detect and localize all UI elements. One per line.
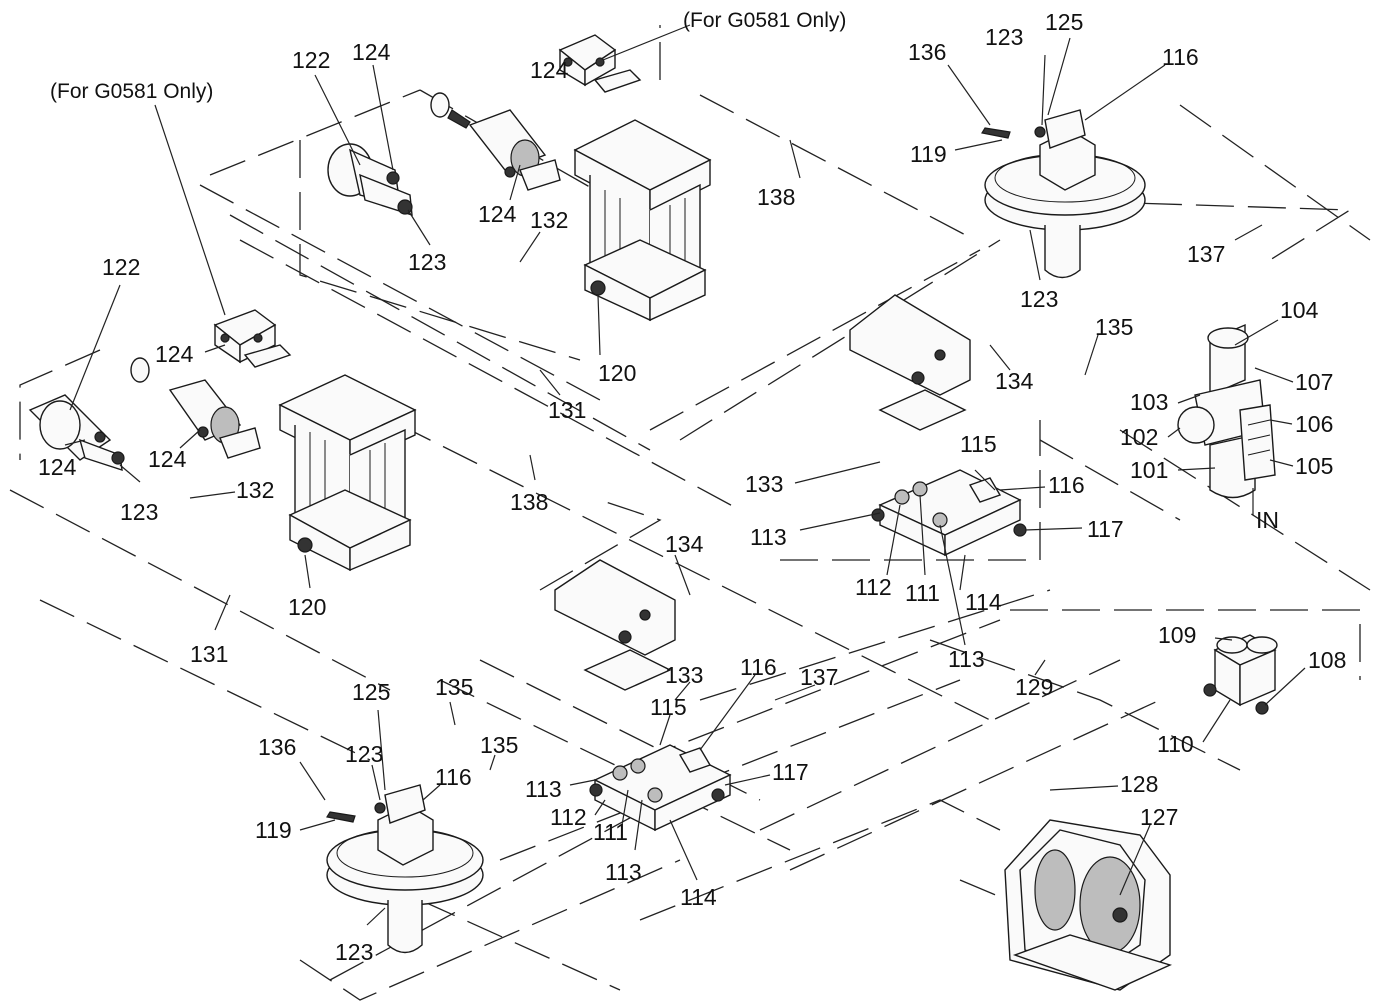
callout-label: 129	[1015, 674, 1053, 700]
callout-label: 136	[908, 39, 946, 65]
callout-label: 111	[905, 580, 940, 606]
callout-label: 134	[995, 368, 1034, 394]
callout-label: 124	[478, 201, 517, 227]
upper-manifold	[871, 469, 1027, 557]
callout-label: 123	[345, 741, 383, 767]
callout-label: 101	[1130, 457, 1168, 483]
top-valve-block	[558, 34, 642, 93]
leader-lines	[64, 24, 1306, 926]
callout-label: 124	[38, 454, 77, 480]
callout-label: 131	[548, 397, 586, 423]
callout-label: 132	[236, 477, 274, 503]
callout-label: 106	[1295, 411, 1333, 437]
callout-label: 113	[525, 776, 562, 802]
note-for-g0581-top: (For G0581 Only)	[683, 9, 846, 32]
callout-label: 132	[530, 207, 568, 233]
callout-label: 116	[435, 764, 472, 790]
callout-label: 116	[740, 654, 777, 680]
callout-label: 135	[435, 674, 473, 700]
upper-dust-collector	[981, 109, 1146, 279]
callout-label: 112	[855, 574, 892, 600]
callout-label: 123	[1020, 286, 1058, 312]
callout-label: 110	[1157, 731, 1194, 757]
left-valve-block	[213, 309, 292, 368]
callout-label: 114	[965, 589, 1002, 615]
callout-label: 138	[757, 184, 795, 210]
callout-label: 124	[148, 446, 187, 472]
callout-label: 137	[1187, 241, 1225, 267]
air-lines	[9, 25, 1371, 1001]
callout-label: 133	[745, 471, 783, 497]
pump-housing	[1004, 819, 1172, 991]
callout-label: 122	[292, 47, 330, 73]
callout-label: 107	[1295, 369, 1333, 395]
callout-label: 135	[1095, 314, 1133, 340]
callout-label: 128	[1120, 771, 1158, 797]
callout-label: 124	[155, 341, 194, 367]
solenoid-valve	[1203, 634, 1278, 715]
callout-label: 131	[190, 641, 228, 667]
note-for-g0581-left: (For G0581 Only)	[50, 80, 213, 103]
callout-label: 134	[665, 531, 704, 557]
callout-label: 119	[255, 817, 292, 843]
callout-label: 119	[910, 141, 947, 167]
callout-label: 115	[650, 694, 687, 720]
callout-label: 117	[772, 759, 809, 785]
lower-foot-pedal	[554, 559, 676, 691]
callout-label: 102	[1120, 424, 1158, 450]
callout-label: 123	[408, 249, 446, 275]
callout-label: 104	[1280, 297, 1319, 323]
callout-label: 103	[1130, 389, 1168, 415]
callout-label: 137	[800, 664, 838, 690]
callout-label: 108	[1308, 647, 1346, 673]
callout-label: 113	[750, 524, 787, 550]
callout-label: 120	[598, 360, 636, 386]
lower-dust-collector	[326, 784, 484, 954]
callout-label: 127	[1140, 804, 1178, 830]
callout-label: 136	[258, 734, 296, 760]
note-inlet: IN	[1256, 507, 1279, 533]
callout-label: 123	[335, 939, 373, 965]
callout-label: 124	[352, 39, 391, 65]
callout-label: 115	[960, 431, 997, 457]
left-cylinder-assembly	[28, 357, 417, 572]
callout-labels: 124 122 124 124 123 132 138 136 123 125 …	[38, 9, 1346, 965]
callout-label: 116	[1162, 44, 1199, 70]
filter-regulator	[1177, 323, 1276, 515]
upper-foot-pedal	[849, 294, 971, 431]
callout-label: 135	[480, 732, 518, 758]
callout-label: 124	[530, 57, 569, 83]
callout-label: 113	[948, 646, 985, 672]
upper-cylinder-assembly	[327, 92, 712, 322]
callout-label: 117	[1087, 516, 1124, 542]
callout-label: 123	[985, 24, 1023, 50]
callout-label: 120	[288, 594, 326, 620]
callout-label: 122	[102, 254, 140, 280]
callout-label: 113	[605, 859, 642, 885]
notes: (For G0581 Only) (For G0581 Only) IN	[50, 9, 1279, 533]
callout-label: 114	[680, 884, 717, 910]
callout-label: 116	[1048, 472, 1085, 498]
callout-label: 111	[593, 819, 628, 845]
callout-label: 109	[1158, 622, 1196, 648]
callout-label: 138	[510, 489, 548, 515]
callout-label: 125	[352, 679, 390, 705]
callout-label: 123	[120, 499, 158, 525]
callout-label: 133	[665, 662, 703, 688]
callout-label: 125	[1045, 9, 1083, 35]
callout-label: 112	[550, 804, 587, 830]
callout-label: 105	[1295, 453, 1333, 479]
